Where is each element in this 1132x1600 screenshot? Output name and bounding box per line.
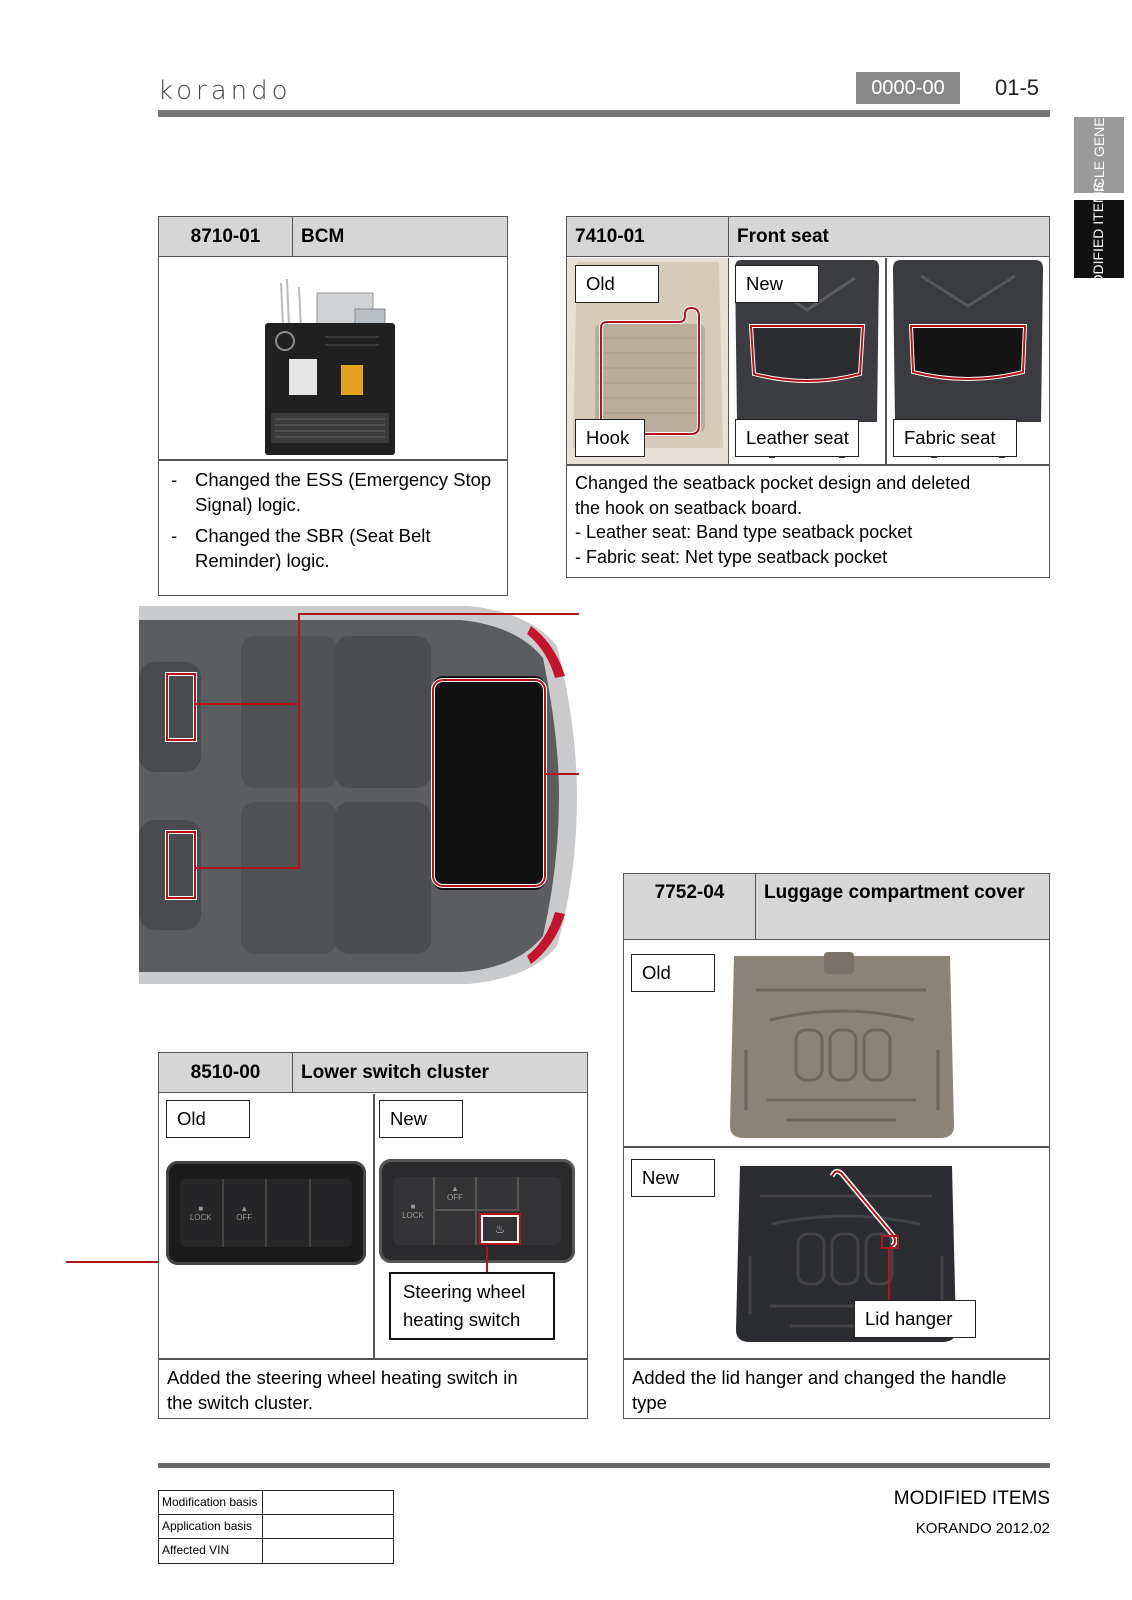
front-seat-code: 7410-01 bbox=[567, 217, 729, 256]
new-off-text: OFF bbox=[447, 1193, 463, 1202]
switch-cluster-title: Lower switch cluster bbox=[301, 1061, 489, 1083]
front-seat-desc-1: Changed the seatback pocket design and d… bbox=[575, 473, 971, 493]
application-basis-label: Application basis bbox=[159, 1515, 263, 1538]
front-seat-title: Front seat bbox=[737, 225, 829, 247]
luggage-description: Added the lid hanger and changed the han… bbox=[632, 1365, 1042, 1415]
header-rule bbox=[158, 110, 1050, 117]
front-seat-desc-3: - Leather seat: Band type seatback pocke… bbox=[575, 522, 913, 542]
switch-divider bbox=[159, 1358, 587, 1360]
footer-model-date: KORANDO 2012.02 bbox=[915, 1520, 1050, 1537]
bcm-panel: 8710-01 BCM - Changed the ESS (Emergency… bbox=[158, 216, 508, 596]
footer-rule bbox=[158, 1463, 1050, 1468]
fabric-seat-image bbox=[887, 258, 1049, 464]
old-esp-icon: ▲ bbox=[240, 1204, 249, 1213]
bcm-bullet-2: - Changed the SBR (Seat Belt Reminder) l… bbox=[171, 523, 501, 573]
switch-divider-vertical bbox=[373, 1094, 375, 1358]
switch-cluster-code: 8510-00 bbox=[159, 1053, 293, 1092]
old-off-text: OFF bbox=[236, 1213, 253, 1222]
luggage-desc-2: type bbox=[632, 1392, 667, 1413]
new-switch-image: ■LOCK ▲OFF ♨ bbox=[379, 1159, 575, 1263]
luggage-title: Luggage compartment cover bbox=[764, 882, 1025, 903]
new-esp-icon: ▲ bbox=[451, 1184, 459, 1193]
lid-hanger-label: Lid hanger bbox=[854, 1300, 976, 1338]
tab-vehicle-general[interactable]: VEHICLE GENERAL bbox=[1074, 90, 1124, 220]
front-seat-description: Changed the seatback pocket design and d… bbox=[575, 471, 1045, 569]
affected-vin-label: Affected VIN bbox=[159, 1539, 263, 1563]
section-code: 0000-00 bbox=[856, 72, 960, 104]
luggage-panel: 7752-04 Luggage compartment cover Old Ne… bbox=[623, 873, 1050, 1419]
luggage-header: 7752-04 Luggage compartment cover bbox=[624, 874, 1049, 940]
switch-callout-line bbox=[66, 1261, 158, 1263]
luggage-desc-1: Added the lid hanger and changed the han… bbox=[632, 1367, 1007, 1388]
seat-divider-1 bbox=[728, 258, 730, 464]
hook-label: Hook bbox=[575, 419, 645, 457]
bcm-code: 8710-01 bbox=[159, 217, 293, 256]
old-seat-label: Old bbox=[575, 265, 659, 303]
modification-table: Modification basis Application basis Aff… bbox=[158, 1490, 394, 1564]
steering-switch-label: Steering wheel heating switch bbox=[389, 1272, 555, 1340]
seat-divider-2 bbox=[885, 258, 887, 464]
bcm-bullet-2-text: Changed the SBR (Seat Belt Reminder) log… bbox=[195, 525, 431, 571]
switch-description: Added the steering wheel heating switch … bbox=[167, 1365, 581, 1415]
affected-vin-row: Affected VIN bbox=[159, 1539, 393, 1563]
front-seat-desc-2: the hook on seatback board. bbox=[575, 497, 803, 518]
luggage-divider-2 bbox=[624, 1358, 1049, 1360]
leather-seat-image bbox=[729, 258, 885, 464]
application-basis-row: Application basis bbox=[159, 1515, 393, 1539]
new-seat-label: New bbox=[735, 265, 819, 303]
old-lock-icon: ■ bbox=[198, 1204, 204, 1213]
switch-desc-1: Added the steering wheel heating switch … bbox=[167, 1367, 518, 1388]
brand-logo: korando bbox=[158, 76, 292, 106]
front-seat-header: 7410-01 Front seat bbox=[567, 217, 1049, 257]
steering-heat-icon: ♨ bbox=[481, 1215, 519, 1243]
steering-switch-label-line-2: heating switch bbox=[403, 1309, 521, 1330]
bcm-bullet-1-text: Changed the ESS (Emergency Stop Signal) … bbox=[195, 469, 492, 515]
front-seat-divider bbox=[567, 464, 1049, 466]
switch-cluster-header: 8510-00 Lower switch cluster bbox=[159, 1053, 587, 1093]
steering-callout-line bbox=[486, 1247, 488, 1273]
old-lock-text: LOCK bbox=[189, 1213, 212, 1222]
modification-basis-row: Modification basis bbox=[159, 1491, 393, 1515]
leather-seat-label: Leather seat bbox=[735, 419, 859, 457]
front-seat-desc-4: - Fabric seat: Net type seatback pocket bbox=[575, 546, 888, 567]
luggage-code: 7752-04 bbox=[624, 874, 756, 939]
bcm-divider bbox=[159, 459, 507, 461]
page-number: 01-5 bbox=[995, 75, 1040, 100]
fabric-seat-label: Fabric seat bbox=[893, 419, 1017, 457]
bcm-module-image bbox=[265, 278, 395, 455]
tab-modified-items[interactable]: MODIFIED ITEMS bbox=[1074, 181, 1124, 297]
steering-switch-label-line-1: Steering wheel bbox=[403, 1281, 526, 1302]
switch-desc-2: the switch cluster. bbox=[167, 1392, 314, 1413]
modification-basis-label: Modification basis bbox=[159, 1491, 263, 1514]
vehicle-top-view-image bbox=[139, 606, 579, 984]
footer-section-title: MODIFIED ITEMS bbox=[893, 1488, 1050, 1509]
new-lock-icon: ■ bbox=[410, 1202, 416, 1211]
bcm-bullet-1: - Changed the ESS (Emergency Stop Signal… bbox=[171, 467, 501, 517]
bcm-title: BCM bbox=[301, 225, 345, 247]
new-lock-text: LOCK bbox=[402, 1211, 424, 1220]
new-switch-label: New bbox=[379, 1100, 463, 1138]
luggage-divider-1 bbox=[624, 1146, 1049, 1148]
old-switch-label: Old bbox=[166, 1100, 250, 1138]
bcm-header: 8710-01 BCM bbox=[159, 217, 507, 257]
new-luggage-label: New bbox=[631, 1159, 715, 1197]
old-luggage-cover-image bbox=[730, 952, 954, 1138]
old-luggage-label: Old bbox=[631, 954, 715, 992]
switch-cluster-panel: 8510-00 Lower switch cluster Old New ■LO… bbox=[158, 1052, 588, 1419]
old-switch-image: ■LOCK ▲OFF bbox=[166, 1161, 366, 1265]
lid-hanger-callout-line bbox=[888, 1248, 890, 1300]
tab-modified-items-label: MODIFIED ITEMS bbox=[1090, 181, 1107, 297]
front-seat-panel: 7410-01 Front seat Old Ne bbox=[566, 216, 1050, 578]
